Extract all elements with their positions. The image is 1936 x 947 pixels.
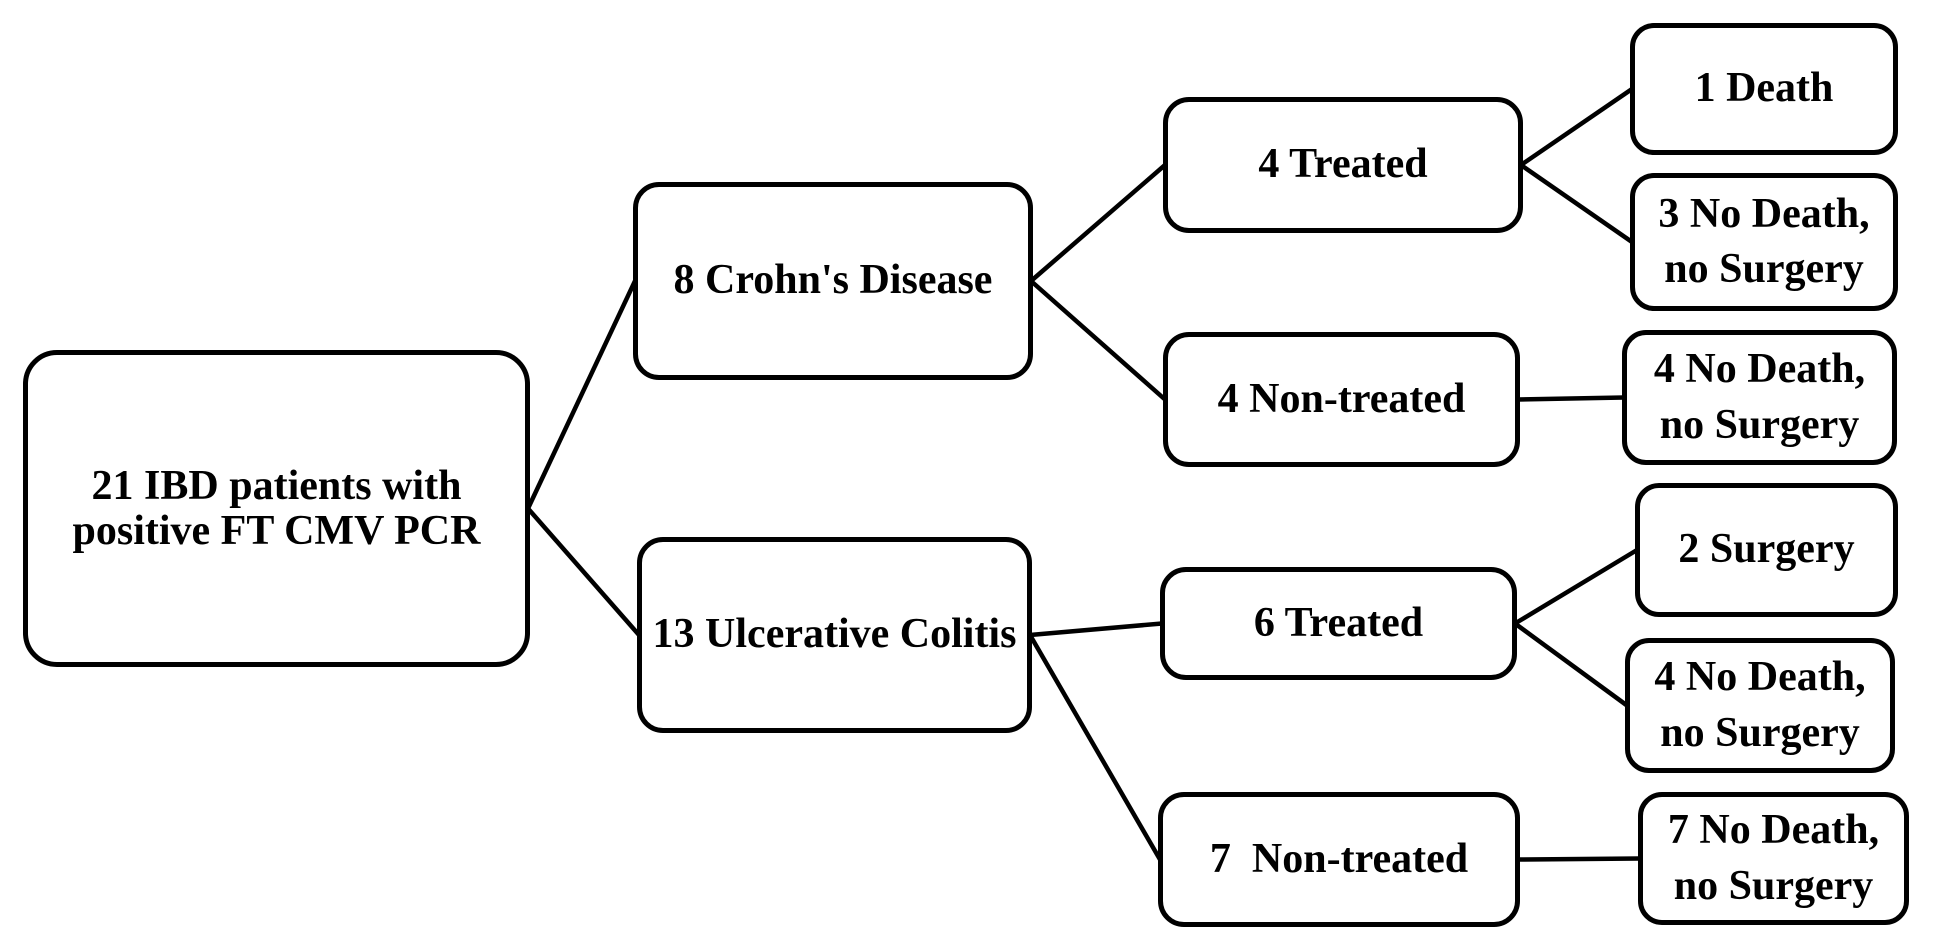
node-crohns-disease: 8 Crohn's Disease <box>633 182 1033 380</box>
node-label: 4 Non-treated <box>1217 375 1466 422</box>
node-label: 7 No Death, no Surgery <box>1667 807 1880 909</box>
node-cd-treated: 4 Treated <box>1163 97 1523 233</box>
node-label: 7 Non-treated <box>1209 835 1469 882</box>
node-label: 4 No Death, no Surgery <box>1654 654 1866 756</box>
connector-line <box>1519 87 1634 167</box>
connector-line <box>1519 163 1634 244</box>
node-label: 21 IBD patients with positive FT CMV PCR <box>72 463 481 554</box>
connector-line <box>526 507 641 637</box>
connector-line <box>525 280 638 510</box>
connector-line <box>1029 621 1163 638</box>
connector-line <box>1029 279 1167 402</box>
node-label: 4 Treated <box>1258 141 1428 188</box>
node-surgery: 2 Surgery <box>1635 483 1898 617</box>
node-cd-nontreated: 4 Non-treated <box>1163 332 1520 467</box>
connector-line <box>1028 633 1162 861</box>
node-uc-nontreated: 7 Non-treated <box>1158 792 1520 927</box>
node-label: 8 Crohn's Disease <box>673 257 993 304</box>
connector-line <box>1517 856 1641 862</box>
node-death: 1 Death <box>1630 23 1898 155</box>
connector-line <box>1517 395 1625 402</box>
node-label: 2 Surgery <box>1678 526 1855 573</box>
node-no-death-no-surgery-uc-nontreated: 7 No Death, no Surgery <box>1638 792 1909 925</box>
node-ulcerative-colitis: 13 Ulcerative Colitis <box>637 537 1032 733</box>
node-ibd-patients: 21 IBD patients with positive FT CMV PCR <box>23 350 530 667</box>
node-label: 1 Death <box>1694 65 1834 112</box>
node-uc-treated: 6 Treated <box>1160 567 1517 680</box>
node-label: 4 No Death, no Surgery <box>1653 346 1866 448</box>
node-label: 3 No Death, no Surgery <box>1658 190 1870 292</box>
node-no-death-no-surgery-cd-treated: 3 No Death, no Surgery <box>1630 173 1898 311</box>
connector-line <box>1513 548 1639 626</box>
node-label: 13 Ulcerative Colitis <box>652 611 1017 658</box>
connector-line <box>1513 621 1629 708</box>
connector-line <box>1029 163 1167 283</box>
node-label: 6 Treated <box>1253 599 1424 646</box>
node-no-death-no-surgery-cd-nontreated: 4 No Death, no Surgery <box>1622 330 1897 465</box>
node-no-death-no-surgery-uc-treated: 4 No Death, no Surgery <box>1625 638 1895 773</box>
